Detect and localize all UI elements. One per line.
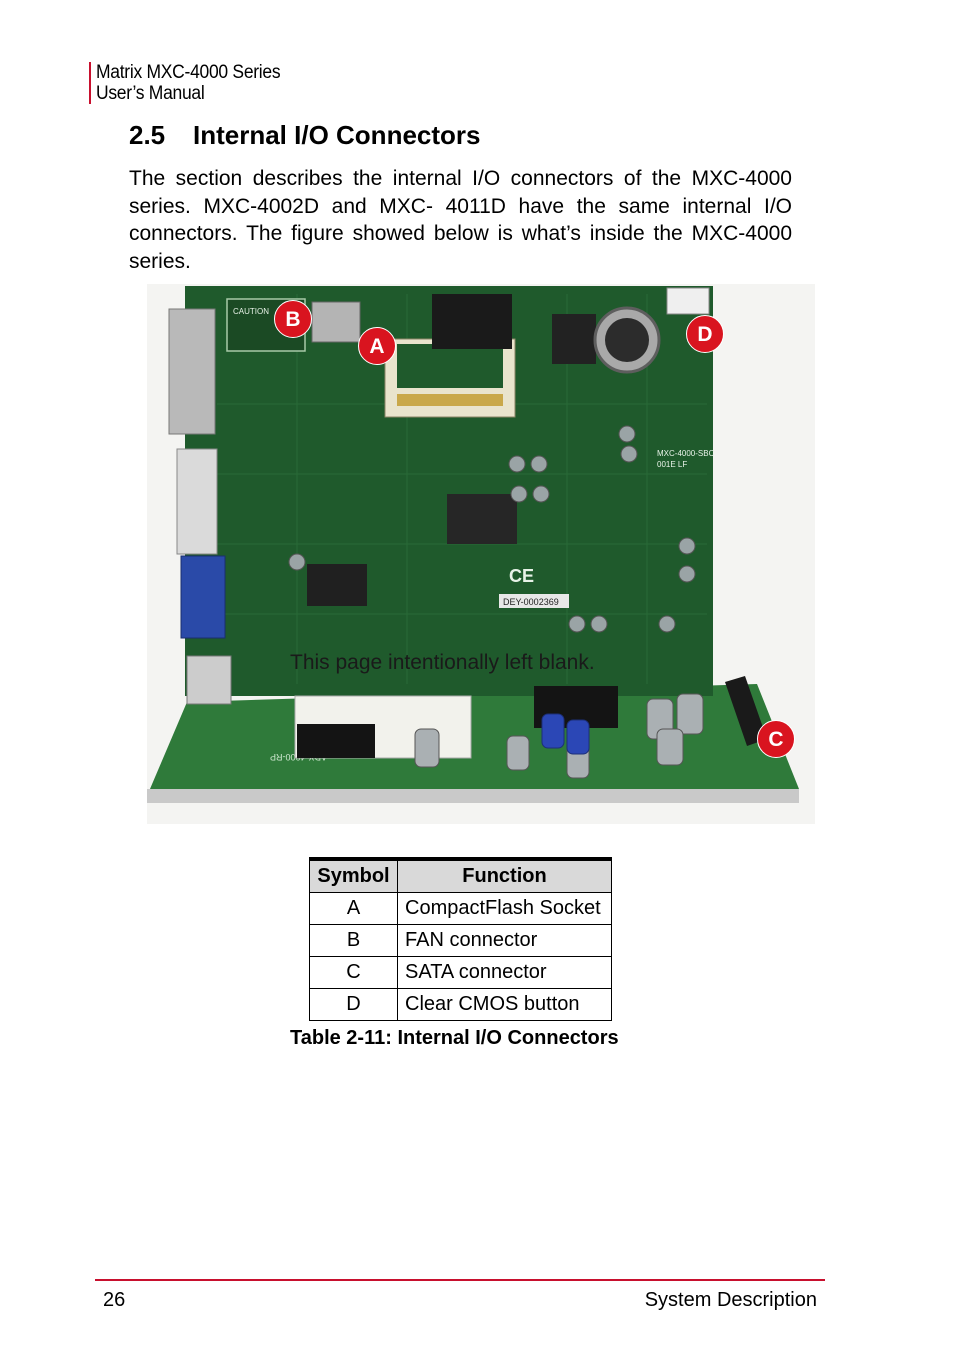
section-heading: 2.5 Internal I/O Connectors [129,120,481,151]
callout-d: D [686,315,724,353]
intro-paragraph: The section describes the internal I/O c… [129,167,792,273]
row-symbol: C [309,955,398,989]
table-header-row: Symbol Function [309,857,612,893]
header-product: Matrix MXC-4000 Series [96,62,281,83]
row-function: SATA connector [397,955,612,989]
fan-header [666,287,710,315]
callout-c: C [757,720,795,758]
caution-label: CAUTION [233,307,269,316]
page-number: 26 [103,1289,126,1311]
connector-table: Symbol Function A CompactFlash Socket B … [309,857,612,1021]
chip-2 [552,314,596,364]
hdmi-port [186,655,232,705]
row-symbol: B [309,923,398,957]
chip-4 [447,494,517,544]
header-2 [297,724,375,758]
col-symbol-header: Symbol [309,857,398,893]
row-function: FAN connector [397,923,612,957]
usb-connector [311,301,361,343]
col-function-header: Function [397,857,612,893]
chip-3 [307,564,367,606]
board-model-label: MXC-4000-SBC [657,449,715,458]
callout-b: B [274,300,312,338]
table-row: B FAN connector [309,923,612,957]
table-caption: Table 2-11: Internal I/O Connectors [290,1027,619,1049]
row-symbol: D [309,987,398,1021]
row-function: CompactFlash Socket [397,891,612,925]
callout-a: A [358,327,396,365]
board-serial-label: DEY-0002369 [503,597,559,607]
table-row: D Clear CMOS button [309,987,612,1021]
section-number: 2.5 [129,120,166,150]
running-header: Matrix MXC-4000 Series User’s Manual [89,62,296,104]
header-manual: User’s Manual [96,83,205,104]
row-function: Clear CMOS button [397,987,612,1021]
table-row: C SATA connector [309,955,612,989]
board-photo: ADX-4000-RP CAUTION [147,284,815,824]
ce-mark: CE [509,566,534,586]
chapter-name: System Description [644,1289,817,1311]
section-title: Internal I/O Connectors [193,120,481,150]
chip [432,294,512,349]
serial-port [168,308,216,435]
footer-rule [95,1279,825,1281]
blank-page-note: This page intentionally left blank. [290,651,595,674]
dvi-port [176,448,218,555]
row-symbol: A [309,891,398,925]
sata-connector [725,676,767,746]
board-rev-label: 001E LF [657,460,687,469]
board-illustration: ADX-4000-RP CAUTION [147,284,815,824]
vga-port [180,555,226,639]
table-row: A CompactFlash Socket [309,891,612,925]
